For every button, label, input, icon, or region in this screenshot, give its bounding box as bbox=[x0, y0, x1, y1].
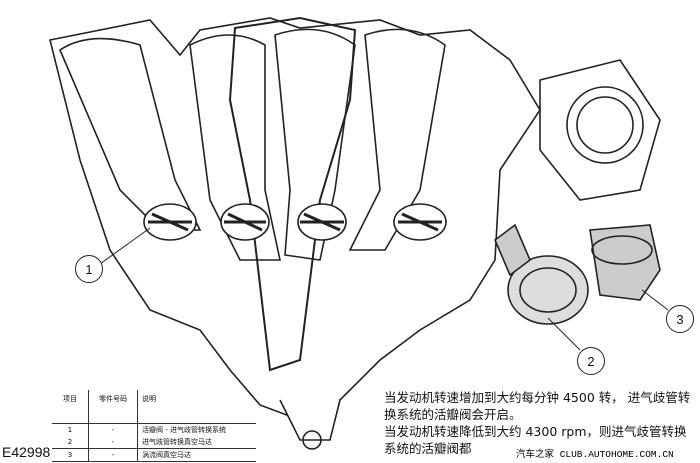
row-desc: 进气歧管转换真空马达 bbox=[142, 438, 212, 446]
table-row: 2 - 进气歧管转换真空马达 bbox=[52, 436, 256, 449]
description-text: 当发动机转速增加到大约每分钟 4500 转， 进气歧管转换系统的活瓣阀会开启。 … bbox=[384, 389, 696, 457]
intake-manifold-switching-vacuum-motor bbox=[494, 223, 589, 325]
figure-id: E42998 bbox=[2, 444, 51, 460]
swirl-valve-vacuum-motor bbox=[589, 224, 661, 301]
row-desc: 活瓣阀 - 进气歧管转换系统 bbox=[142, 426, 226, 434]
callout-1: 1 bbox=[75, 255, 103, 283]
row-part: - bbox=[88, 448, 138, 462]
gasket-frame bbox=[228, 16, 357, 372]
leader-line-1 bbox=[99, 227, 151, 265]
row-item: 3 bbox=[52, 448, 89, 462]
table-header-row: 项目 零件号码 说明 bbox=[52, 390, 256, 424]
row-item: 2 bbox=[52, 436, 89, 449]
header-description: 说明 bbox=[137, 390, 256, 424]
row-part: - bbox=[88, 436, 138, 449]
port-flaps bbox=[143, 203, 447, 241]
table-row: 1 - 活瓣阀 - 进气歧管转换系统 bbox=[52, 423, 256, 436]
row-part: - bbox=[88, 423, 138, 436]
parts-legend-table: 项目 零件号码 说明 1 - 活瓣阀 - 进气歧管转换系统 2 - 进气歧管转换… bbox=[52, 390, 256, 462]
row-item: 1 bbox=[52, 423, 89, 436]
callout-2: 2 bbox=[577, 347, 605, 375]
description-paragraph-2: 当发动机转速降低到大约 4300 rpm，则进气歧管转换系统的活瓣阀都 bbox=[384, 424, 687, 456]
mounting-flange bbox=[279, 399, 341, 441]
runner-3 bbox=[274, 28, 356, 261]
header-part-number: 零件号码 bbox=[88, 390, 138, 424]
runner-2 bbox=[189, 34, 281, 261]
row-desc: 涡流阀真空马达 bbox=[137, 448, 256, 462]
callout-3: 3 bbox=[666, 305, 694, 333]
header-item: 项目 bbox=[52, 390, 89, 424]
leader-line-3 bbox=[641, 289, 669, 311]
runner-4 bbox=[348, 28, 446, 251]
leader-line-2 bbox=[547, 317, 581, 351]
table-row: 3 - 涡流阀真空马达 bbox=[52, 448, 256, 462]
throttle-body bbox=[539, 59, 661, 201]
description-paragraph-1: 当发动机转速增加到大约每分钟 4500 转， 进气歧管转换系统的活瓣阀会开启。 bbox=[384, 390, 691, 422]
manifold-outline bbox=[49, 17, 541, 421]
watermark: 汽车之家 CLUB.AUTOHOME.COM.CN bbox=[516, 449, 674, 460]
